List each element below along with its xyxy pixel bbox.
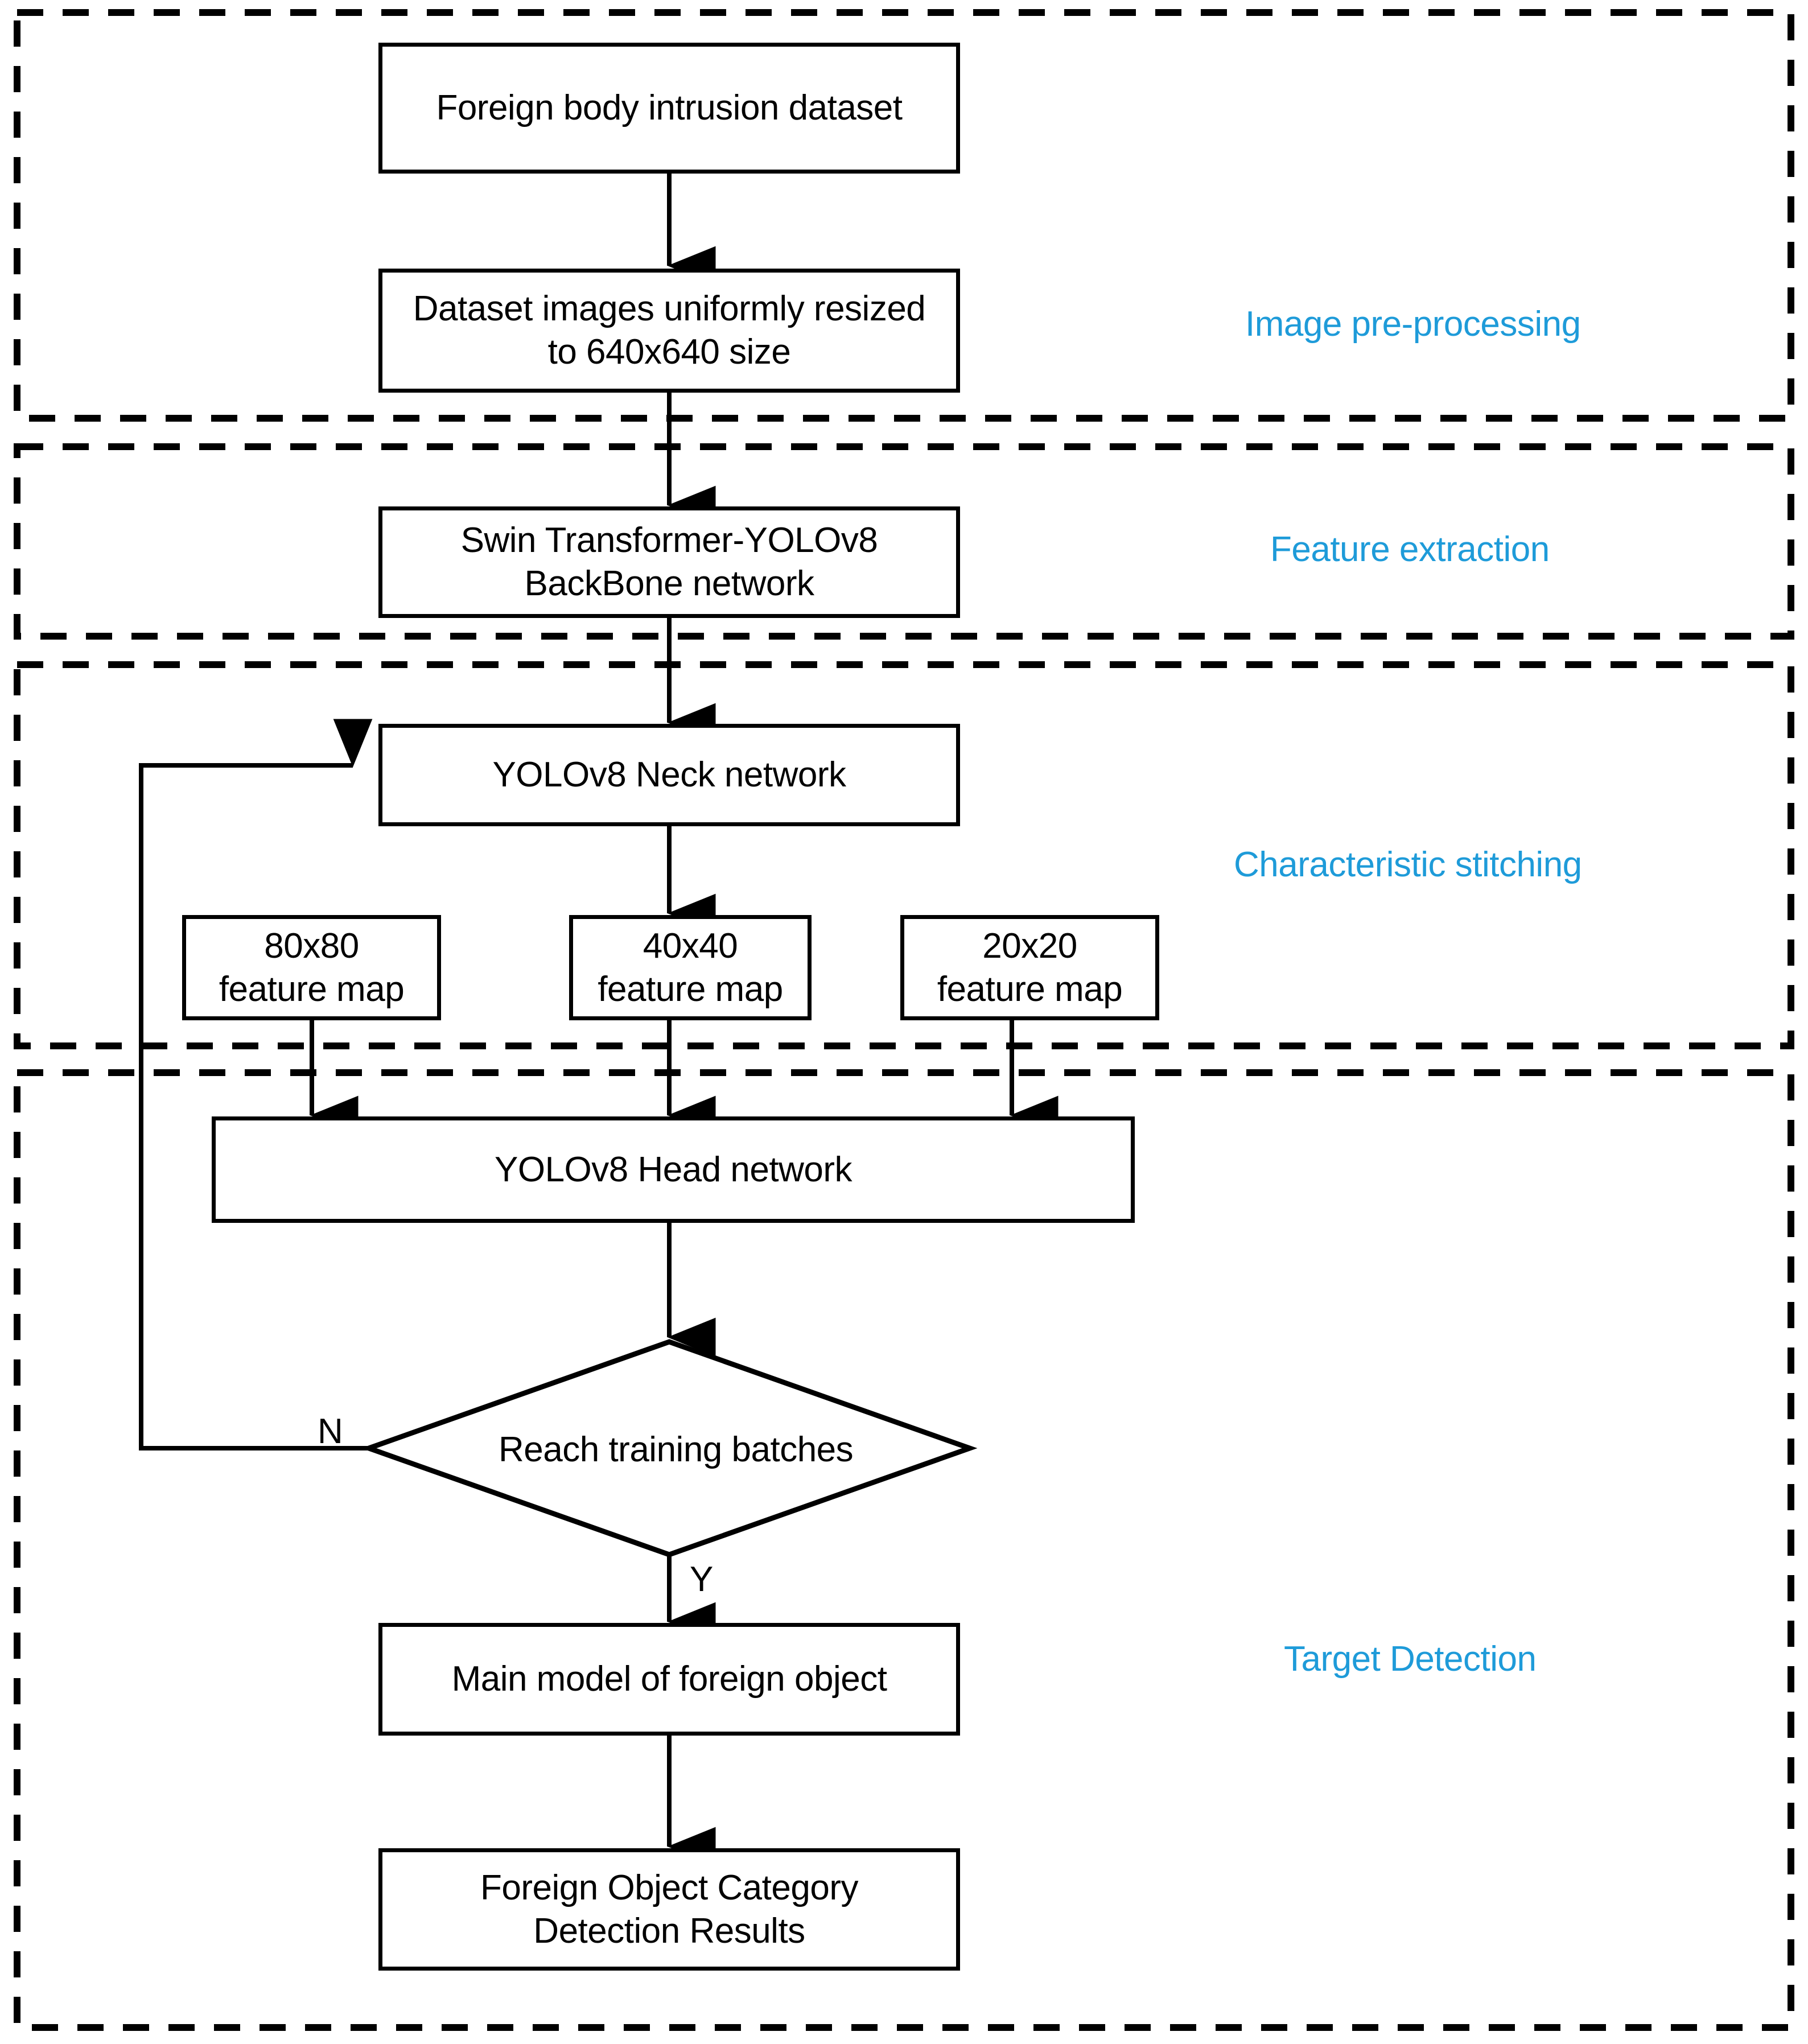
section-label-feature-extraction: Feature extraction: [1270, 530, 1550, 569]
section-box-characteristic-stitching: [14, 661, 1794, 1049]
node-feature-map-20[interactable]: 20x20 feature map: [900, 915, 1159, 1020]
node-backbone[interactable]: Swin Transformer-YOLOv8 BackBone network: [378, 506, 960, 618]
node-neck[interactable]: YOLOv8 Neck network: [378, 724, 960, 826]
node-decision-label: Reach training batches: [499, 1430, 854, 1469]
section-label-characteristic-stitching: Characteristic stitching: [1234, 845, 1582, 884]
section-label-image-pre-processing: Image pre-processing: [1245, 304, 1581, 344]
node-feature-map-40[interactable]: 40x40 feature map: [569, 915, 812, 1020]
node-feature-map-80[interactable]: 80x80 feature map: [182, 915, 441, 1020]
node-dataset[interactable]: Foreign body intrusion dataset: [378, 43, 960, 174]
section-box-feature-extraction: [14, 443, 1794, 640]
node-results[interactable]: Foreign Object Category Detection Result…: [378, 1848, 960, 1971]
node-main-model[interactable]: Main model of foreign object: [378, 1623, 960, 1736]
section-box-image-pre-processing: [14, 9, 1794, 422]
section-box-target-detection: [14, 1069, 1794, 2031]
node-head[interactable]: YOLOv8 Head network: [212, 1116, 1135, 1223]
edge-decision-no-feedback-loop: [139, 719, 373, 1450]
edge-label-no: N: [318, 1412, 343, 1451]
edge-label-yes: Y: [690, 1560, 714, 1599]
node-resize[interactable]: Dataset images uniformly resized to 640x…: [378, 269, 960, 393]
section-label-target-detection: Target Detection: [1284, 1639, 1537, 1679]
